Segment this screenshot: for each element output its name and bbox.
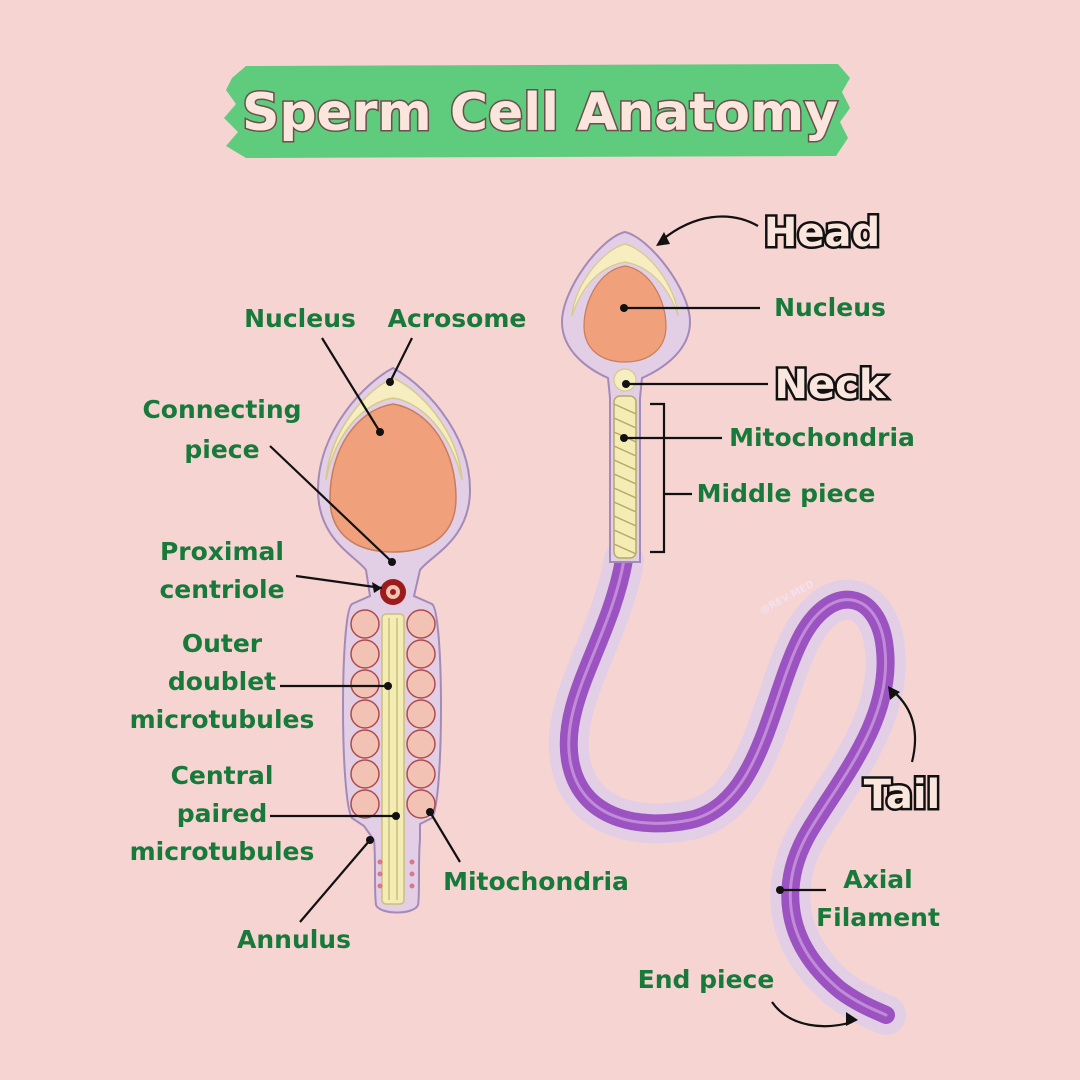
left-detailed-sperm: Nucleus Acrosome Connecting piece Proxim… — [130, 304, 629, 954]
axoneme — [381, 613, 405, 905]
label-acrosome: Acrosome — [388, 304, 527, 333]
label-connecting-piece-line1: Connecting — [142, 395, 301, 424]
label-proximal-centriole-line2: centriole — [159, 575, 284, 604]
label-annulus: Annulus — [237, 925, 351, 954]
label-proximal-centriole-line1: Proximal — [160, 537, 284, 566]
region-head: Head — [764, 210, 880, 256]
label-axial-filament-line1: Axial — [843, 865, 912, 894]
region-neck: Neck — [775, 362, 887, 408]
label-central-paired-line2: paired — [177, 799, 268, 828]
region-tail: Tail — [864, 772, 941, 818]
proximal-centriole — [380, 579, 406, 605]
label-outer-doublet-line3: microtubules — [130, 705, 315, 734]
tail-highlight — [567, 558, 888, 1017]
label-outer-doublet-line1: Outer — [182, 629, 263, 658]
end-piece-dots — [377, 859, 415, 889]
label-end-piece: End piece — [638, 965, 775, 994]
title-banner-shape — [224, 64, 850, 158]
left-leader-lines — [269, 337, 461, 923]
label-nucleus-left: Nucleus — [244, 304, 356, 333]
mitochondria-column-right — [406, 609, 436, 819]
middle-piece-bracket — [650, 402, 666, 554]
neck-centriole — [613, 368, 637, 392]
nucleus — [329, 403, 457, 553]
label-middle-piece: Middle piece — [697, 479, 876, 508]
head-nucleus — [583, 265, 667, 363]
label-central-paired-line3: microtubules — [130, 837, 315, 866]
label-connecting-piece-line2: piece — [184, 435, 259, 464]
mitochondria-column-left — [350, 609, 380, 819]
label-mitochondria-left: Mitochondria — [443, 867, 629, 896]
label-mitochondria-right: Mitochondria — [729, 423, 915, 452]
label-nucleus-right: Nucleus — [774, 293, 886, 322]
right-leader-lines — [620, 215, 917, 1028]
label-central-paired-line1: Central — [171, 761, 274, 790]
page-title: Sperm Cell Anatomy — [242, 83, 838, 143]
midpiece-spiral — [613, 403, 637, 555]
midpiece — [613, 395, 637, 559]
label-axial-filament-line2: Filament — [816, 903, 940, 932]
acrosome — [325, 377, 463, 481]
head-acrosome — [571, 243, 679, 317]
title-banner: Sperm Cell Anatomy — [224, 64, 850, 158]
label-outer-doublet-line2: doublet — [168, 667, 276, 696]
right-whole-sperm: @REV.MED — [548, 208, 943, 1035]
